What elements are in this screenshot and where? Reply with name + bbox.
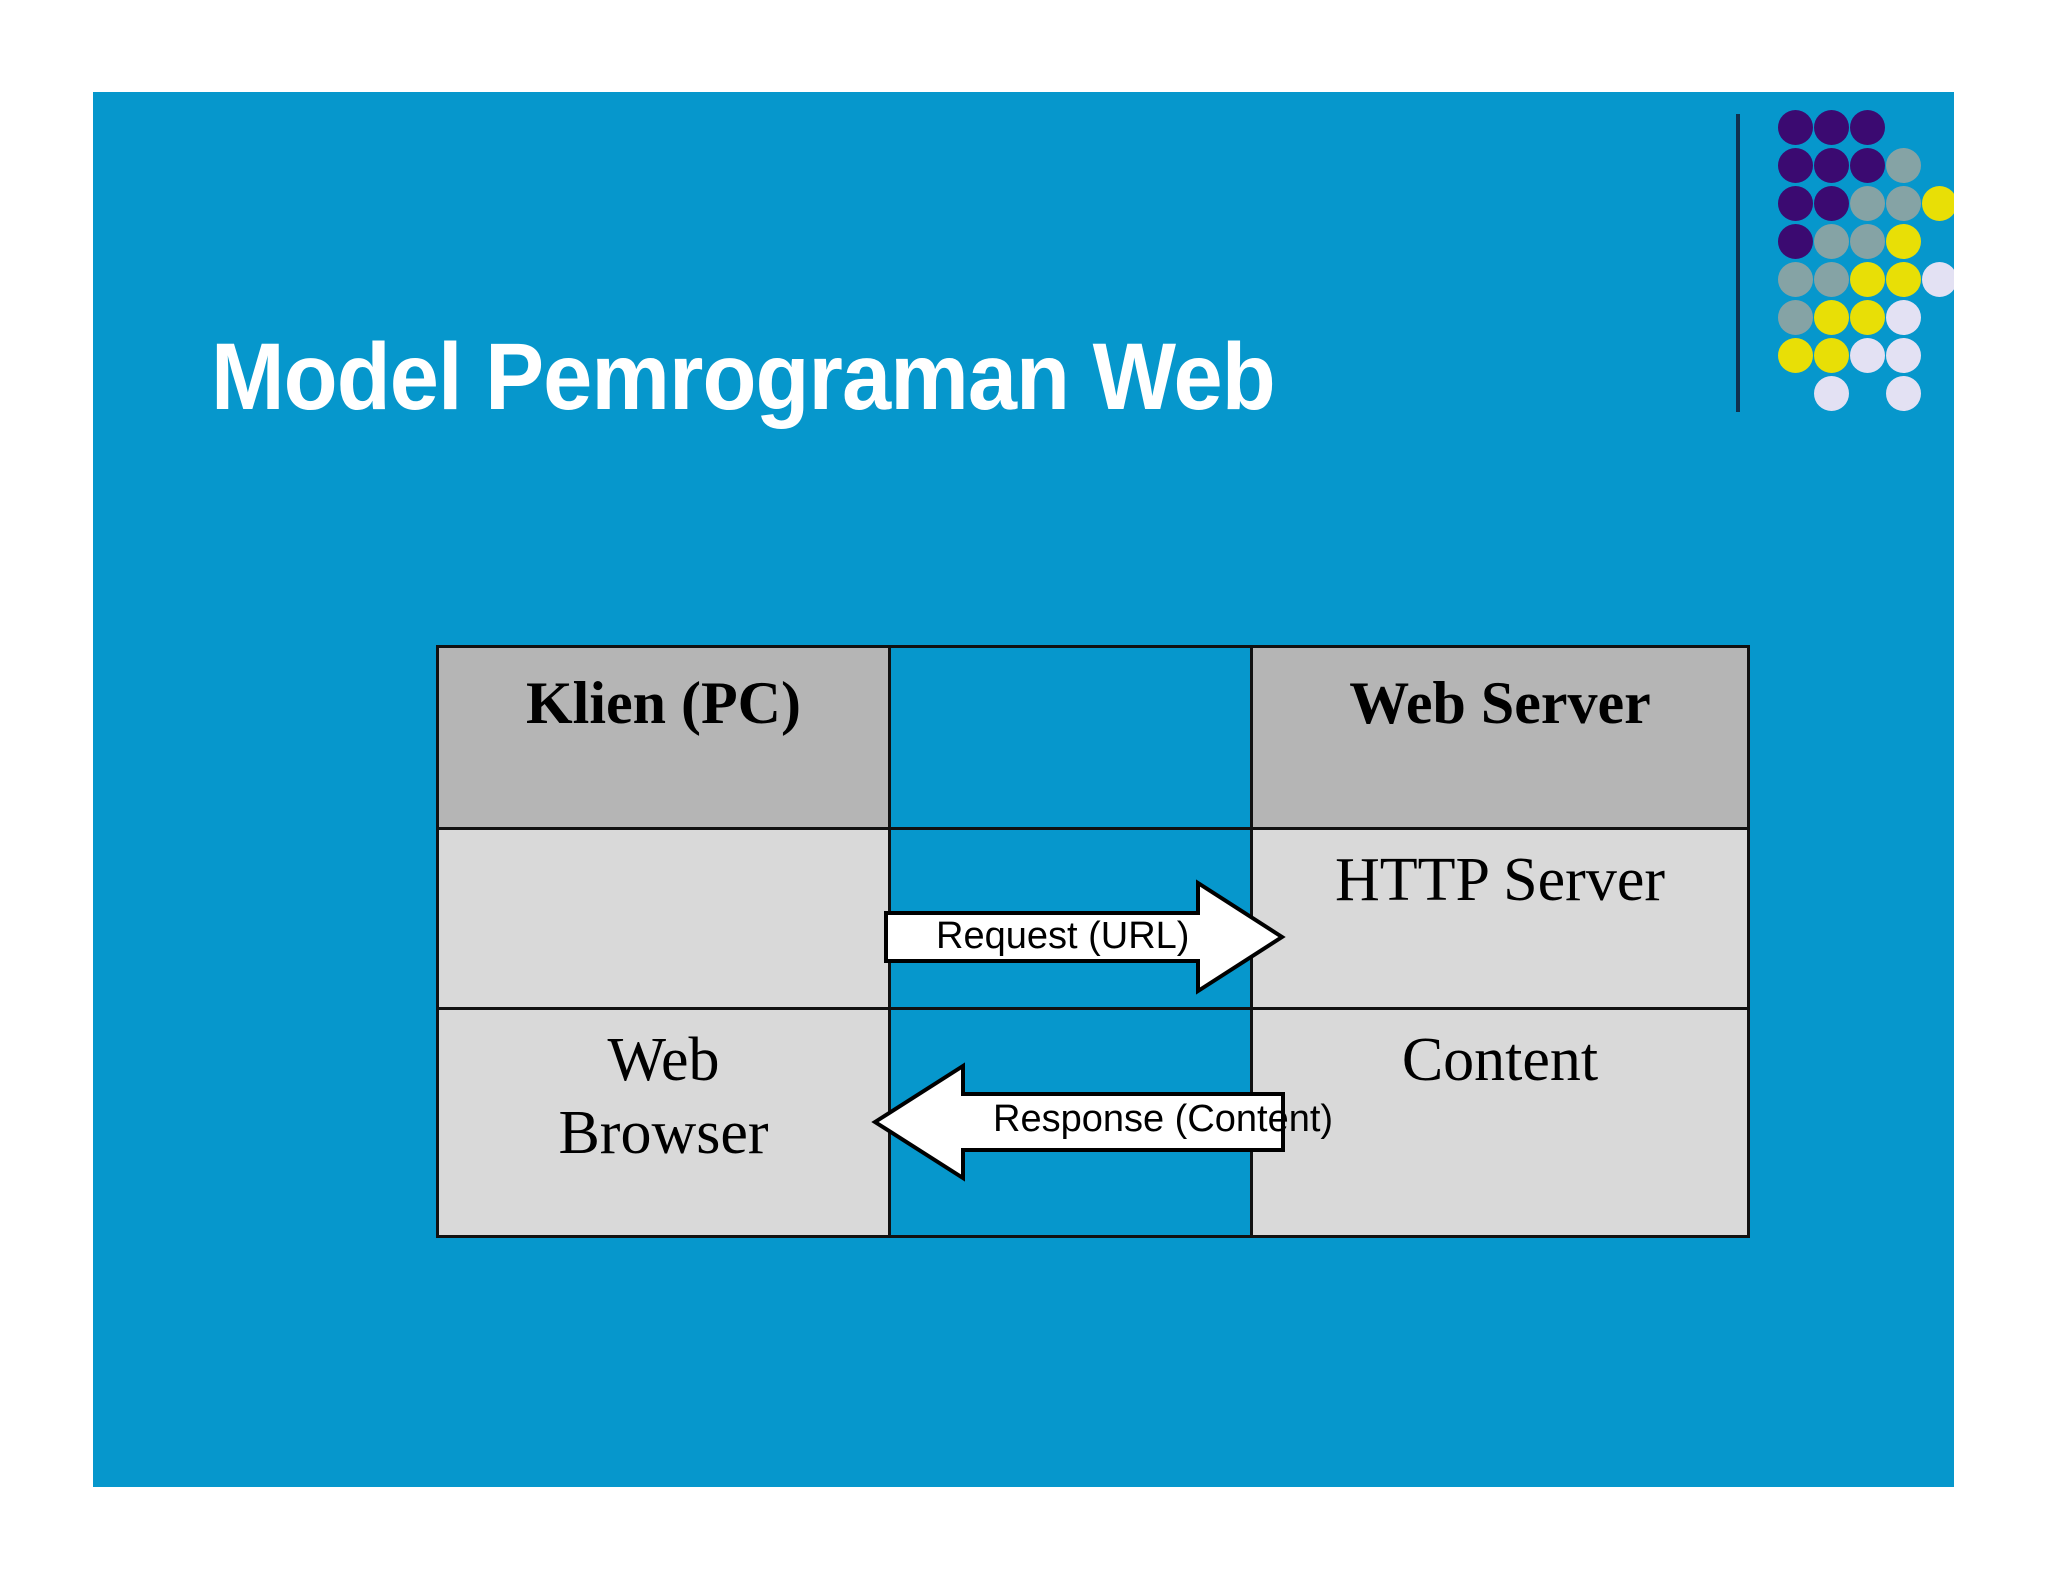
- logo-dot-gray: [1778, 300, 1813, 335]
- logo-dot-yellow: [1850, 262, 1885, 297]
- logo-dot-white: [1886, 338, 1921, 373]
- logo-dot-gray: [1850, 224, 1885, 259]
- logo-dot-white: [1886, 300, 1921, 335]
- logo-dot-purple: [1814, 186, 1849, 221]
- logo-dot-gray: [1850, 186, 1885, 221]
- page-title: Model Pemrograman Web: [211, 324, 1276, 430]
- logo-dot-yellow: [1814, 300, 1849, 335]
- slide-canvas: Model Pemrograman Web Klien (PC) Web Ser…: [93, 92, 1954, 1487]
- logo-dot-gray: [1886, 148, 1921, 183]
- logo-dot-white: [1814, 376, 1849, 411]
- web-browser-label-line1: Web: [607, 1026, 720, 1094]
- logo-dot-grid: [1778, 102, 1954, 432]
- logo-dot-purple: [1814, 148, 1849, 183]
- logo-dot-gray: [1886, 186, 1921, 221]
- logo-dot-purple: [1850, 110, 1885, 145]
- dot-grid-logo: [1736, 102, 1954, 432]
- client-header-label: Klien (PC): [526, 670, 801, 736]
- logo-dot-yellow: [1886, 224, 1921, 259]
- logo-dot-yellow: [1886, 262, 1921, 297]
- server-header-label: Web Server: [1349, 670, 1651, 736]
- logo-dot-white: [1850, 338, 1885, 373]
- logo-dot-gray: [1814, 224, 1849, 259]
- content-label: Content: [1401, 1026, 1599, 1094]
- logo-vertical-rule: [1736, 114, 1740, 412]
- http-server-label: HTTP Server: [1334, 846, 1665, 914]
- logo-dot-yellow: [1922, 186, 1954, 221]
- table-header-client: Klien (PC): [436, 645, 891, 830]
- logo-dot-purple: [1778, 224, 1813, 259]
- logo-dot-purple: [1778, 110, 1813, 145]
- logo-dot-purple: [1814, 110, 1849, 145]
- table-cell-channel-row2: [888, 827, 1253, 1010]
- table-cell-channel-row3: [888, 1007, 1253, 1238]
- logo-dot-white: [1886, 376, 1921, 411]
- logo-dot-gray: [1778, 262, 1813, 297]
- logo-dot-purple: [1778, 186, 1813, 221]
- table-cell-client-row2: [436, 827, 891, 1010]
- table-header-server: Web Server: [1250, 645, 1750, 830]
- logo-dot-yellow: [1814, 338, 1849, 373]
- logo-dot-yellow: [1778, 338, 1813, 373]
- table-cell-http-server: HTTP Server: [1250, 827, 1750, 1010]
- logo-dot-white: [1922, 262, 1954, 297]
- table-cell-content: Content: [1250, 1007, 1750, 1238]
- logo-dot-gray: [1814, 262, 1849, 297]
- web-browser-label-line2: Browser: [558, 1099, 769, 1168]
- logo-dot-purple: [1778, 148, 1813, 183]
- logo-dot-purple: [1850, 148, 1885, 183]
- logo-dot-yellow: [1850, 300, 1885, 335]
- table-header-channel: [888, 645, 1253, 830]
